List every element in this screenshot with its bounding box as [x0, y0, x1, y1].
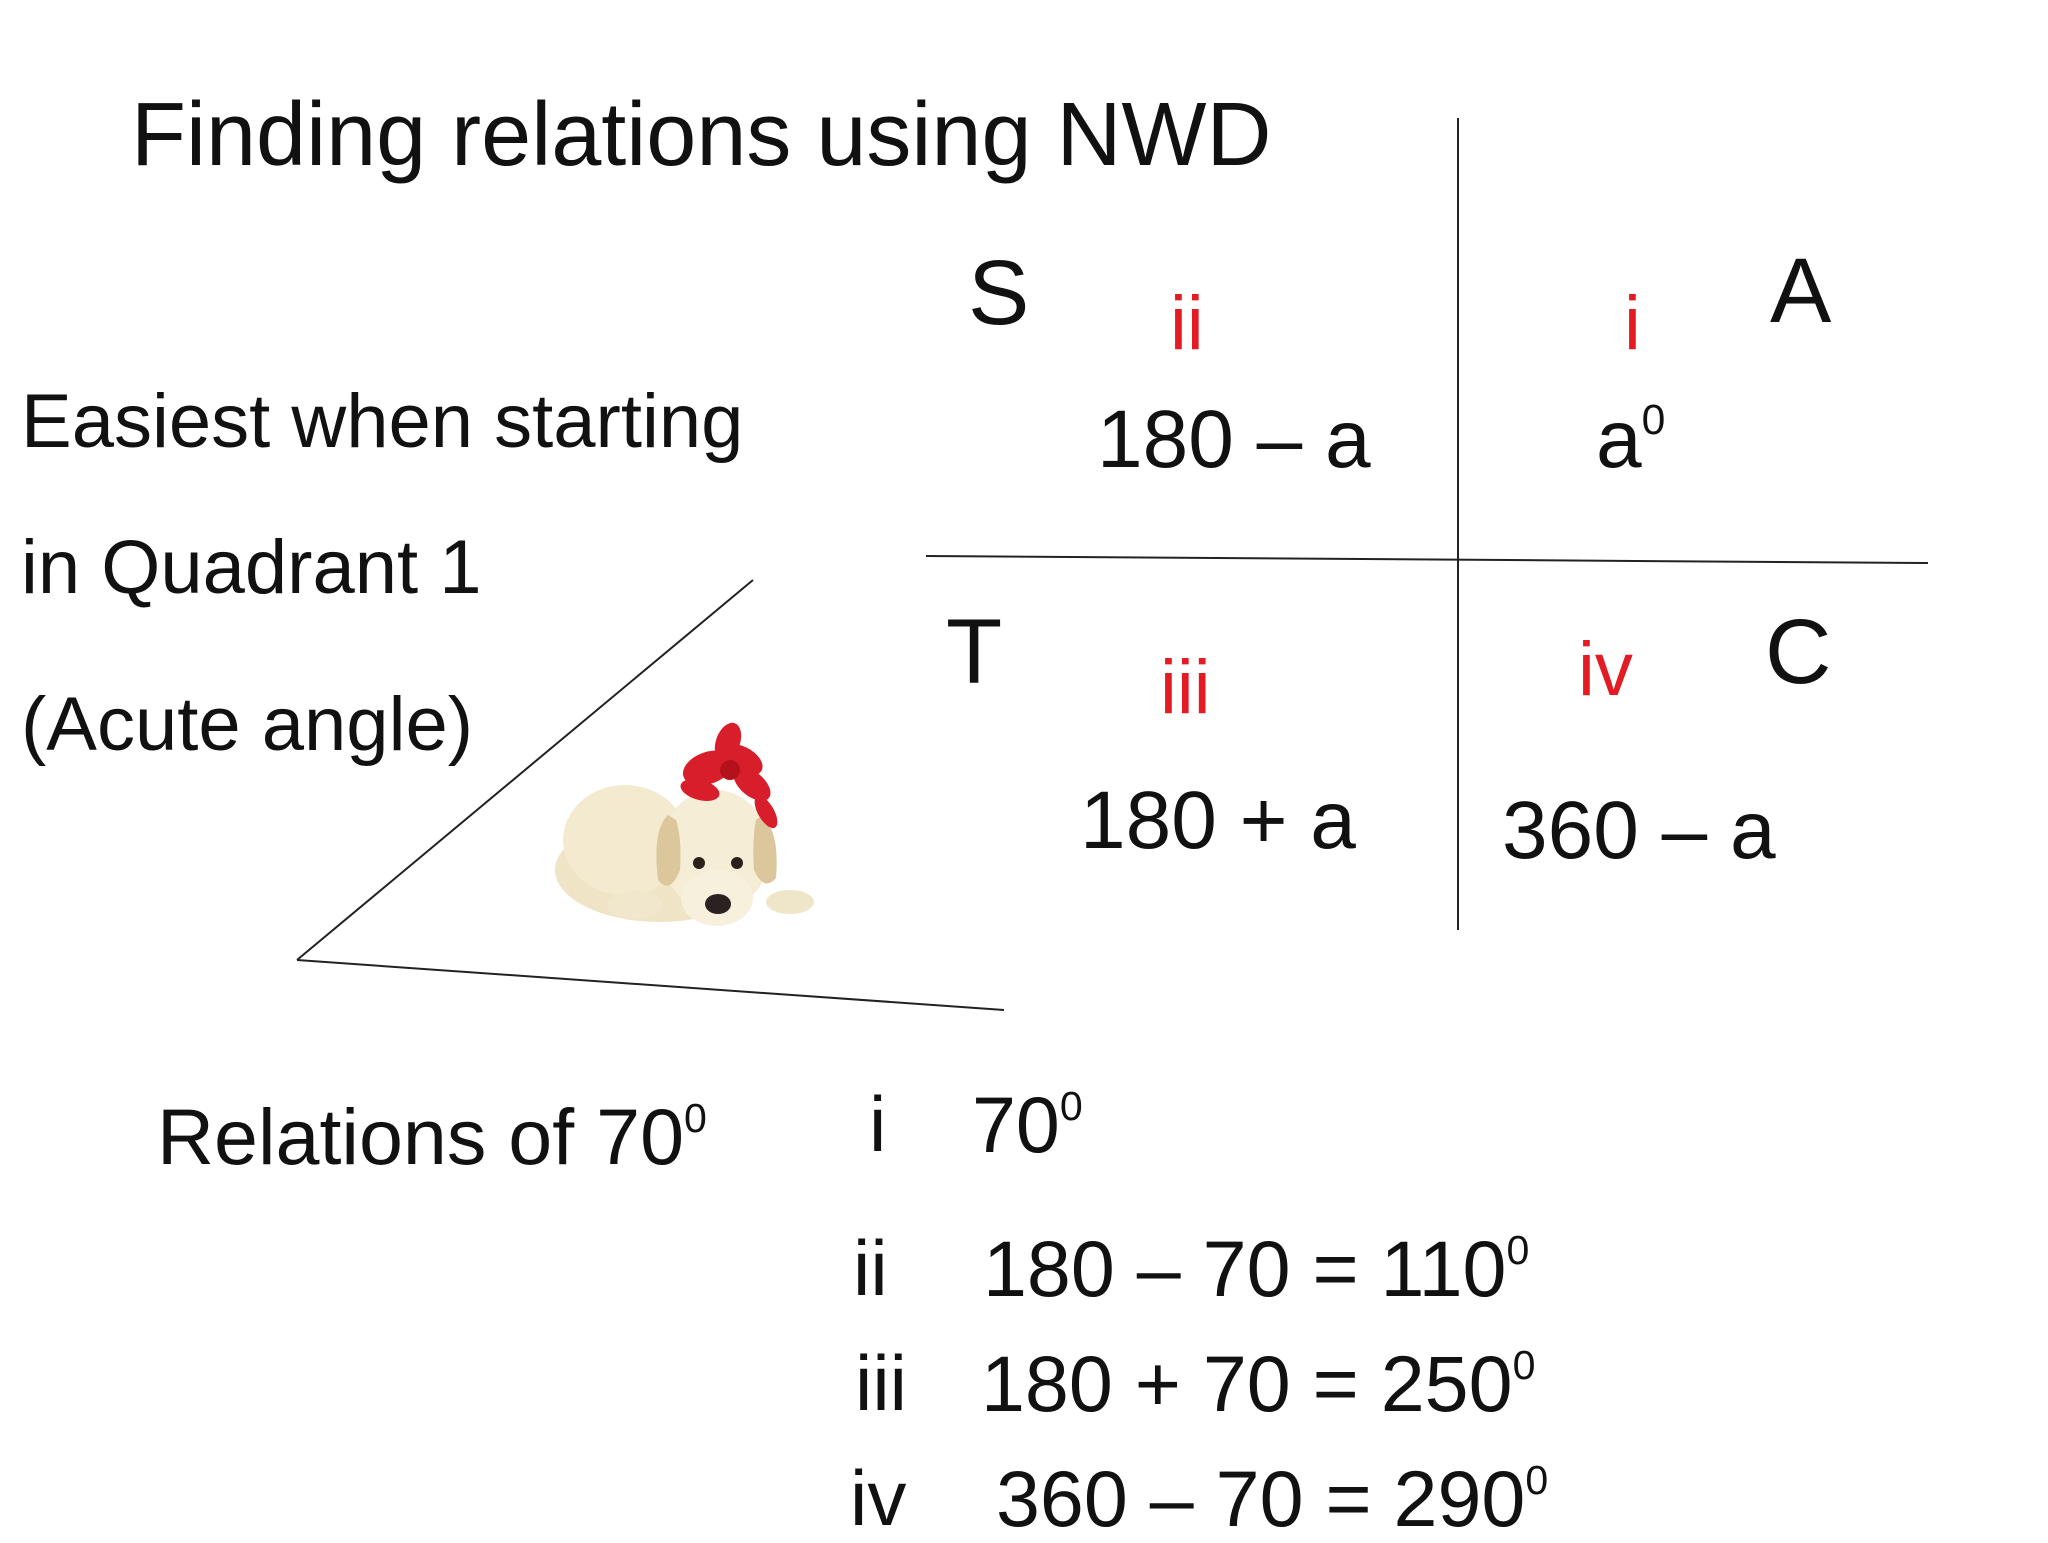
relation-roman-2: ii [853, 1224, 888, 1312]
x-axis-line [925, 555, 1929, 564]
quadrant-3-letter: T [946, 601, 1003, 703]
quadrant-2-expression: 180 – a [1097, 394, 1371, 485]
relation-roman-3: iii [855, 1339, 907, 1427]
quadrant-4-roman: iv [1578, 627, 1633, 712]
quadrant-2-letter: S [968, 242, 1030, 344]
intro-line-1: Easiest when starting [21, 379, 744, 464]
quadrant-1-roman: i [1624, 281, 1641, 366]
intro-line-2: in Quadrant 1 [21, 525, 482, 610]
quadrant-1-letter: A [1770, 240, 1832, 342]
relation-roman-1: i [869, 1080, 887, 1168]
degree-sup: 0 [1641, 395, 1666, 444]
relation-value-2: 180 – 70 = 1100 [983, 1229, 1529, 1308]
quadrant-2-roman: ii [1170, 281, 1204, 366]
relation-expr-4: 360 – 70 = 290 [996, 1454, 1526, 1543]
angle-arm-line [296, 579, 754, 961]
quadrant-3-roman: iii [1160, 645, 1211, 730]
puppy-image [555, 722, 814, 926]
quadrant-3-expression: 180 + a [1080, 775, 1356, 866]
relations-heading-text: Relations of 70 [157, 1092, 685, 1181]
degree-sup: 0 [1525, 1456, 1549, 1503]
degree-sup: 0 [1512, 1341, 1536, 1388]
relation-expr-1: 70 [972, 1080, 1060, 1169]
degree-sup: 0 [1506, 1226, 1530, 1273]
degree-sup: 0 [1059, 1082, 1083, 1129]
relation-expr-2: 180 – 70 = 110 [983, 1224, 1507, 1313]
slide-title: Finding relations using NWD [131, 85, 1272, 185]
relations-heading: Relations of 700 [157, 1097, 707, 1176]
quadrant-4-expression: 360 – a [1502, 785, 1776, 876]
quadrant-1-expression: a0 [1596, 395, 1666, 481]
relation-value-4: 360 – 70 = 2900 [996, 1459, 1548, 1538]
relation-value-3: 180 + 70 = 2500 [981, 1344, 1535, 1423]
relation-expr-3: 180 + 70 = 250 [981, 1339, 1513, 1428]
relation-value-1: 700 [972, 1085, 1083, 1164]
intro-line-3: (Acute angle) [21, 682, 474, 767]
quadrant-1-expr-text: a [1596, 394, 1642, 485]
degree-sup: 0 [684, 1094, 707, 1141]
relation-roman-4: iv [850, 1454, 907, 1542]
quadrant-4-letter: C [1765, 601, 1832, 703]
angle-base-line [296, 959, 1005, 1011]
